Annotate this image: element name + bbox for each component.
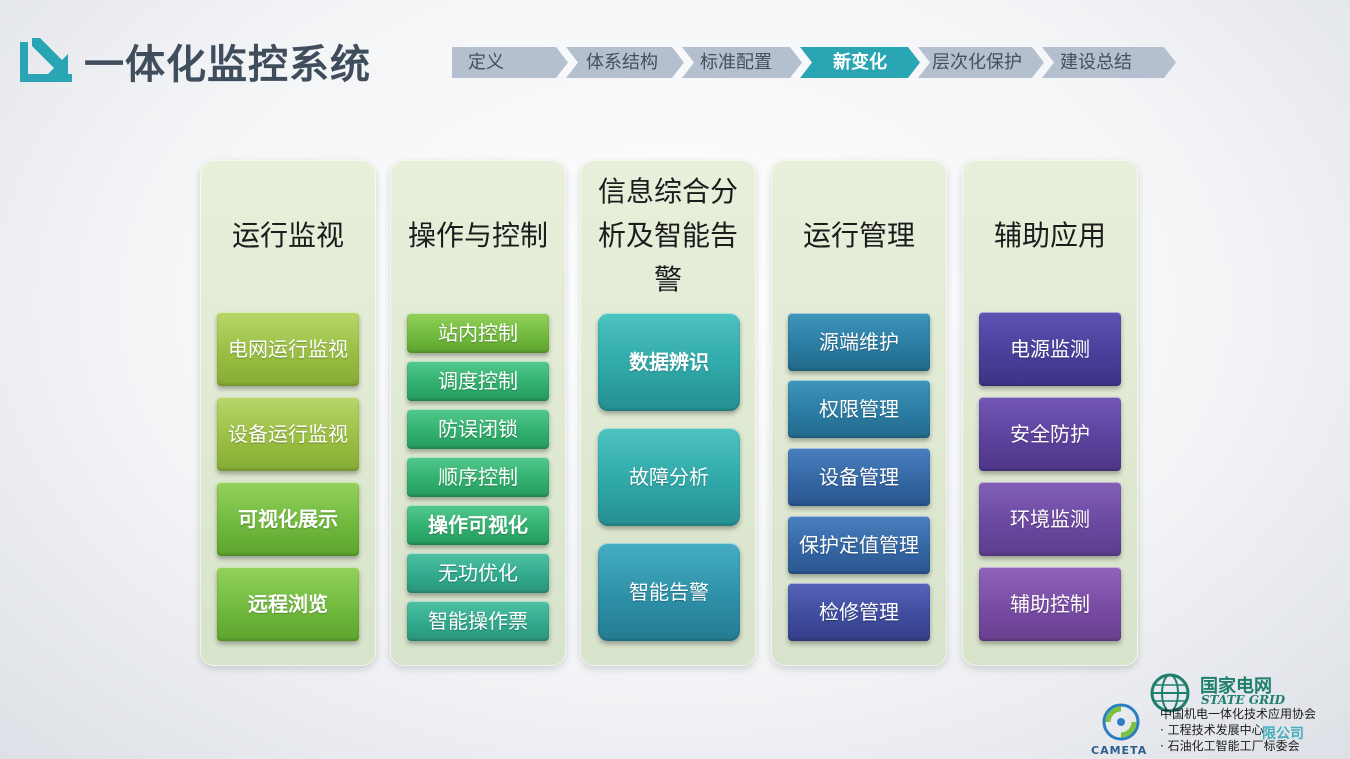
column-title: 运行监视	[231, 219, 344, 252]
column-operation-monitoring: 运行监视 电网运行监视 设备运行监视 可视化展示 远程浏览	[200, 160, 376, 666]
state-grid-name-en: STATE GRID	[1201, 693, 1286, 707]
breadcrumb-item-hierarchical-protection[interactable]: 层次化保护	[918, 47, 1044, 78]
item-visualization[interactable]: 可视化展示	[217, 482, 359, 556]
page-title: 一体化监控系统	[84, 42, 371, 88]
item-equipment-monitoring[interactable]: 设备运行监视	[217, 397, 359, 471]
item-smart-ticket[interactable]: 智能操作票	[407, 601, 549, 641]
cameta-label: CAMETA	[1091, 744, 1148, 757]
item-reactive-optimization[interactable]: 无功优化	[407, 553, 549, 593]
column-title: 操作与控制	[407, 219, 548, 252]
org-line-2: · 工程技术发展中心	[1160, 723, 1264, 737]
state-grid-name-cn: 国家电网	[1200, 676, 1272, 697]
org-line-3: · 石油化工智能工厂标委会	[1160, 739, 1300, 753]
item-fault-analysis[interactable]: 故障分析	[598, 428, 740, 526]
item-grid-monitoring[interactable]: 电网运行监视	[217, 312, 359, 386]
item-device-management[interactable]: 设备管理	[788, 448, 930, 506]
column-title-line-3: 警	[653, 263, 682, 296]
item-power-monitoring[interactable]: 电源监测	[979, 312, 1121, 386]
column-title-line-2: 析及智能告	[597, 219, 738, 252]
item-station-control[interactable]: 站内控制	[407, 313, 549, 353]
breadcrumb-item-definition[interactable]: 定义	[452, 47, 568, 78]
column-operation-management: 运行管理 源端维护 权限管理 设备管理 保护定值管理 检修管理	[771, 160, 947, 666]
breadcrumb-item-architecture[interactable]: 体系结构	[566, 47, 684, 78]
column-operation-control: 操作与控制 站内控制 调度控制 防误闭锁 顺序控制 操作可视化 无功优化 智能操…	[390, 160, 566, 666]
item-operation-visualization[interactable]: 操作可视化	[407, 505, 549, 545]
item-security-protection[interactable]: 安全防护	[979, 397, 1121, 471]
item-remote-browse[interactable]: 远程浏览	[217, 567, 359, 641]
item-maintenance-management[interactable]: 检修管理	[788, 583, 930, 641]
item-protection-setting[interactable]: 保护定值管理	[788, 516, 930, 574]
state-grid-logo-icon	[1150, 673, 1190, 713]
column-info-analysis: 信息综合分 析及智能告 警 数据辨识 故障分析 智能告警	[580, 160, 756, 666]
column-auxiliary-application: 辅助应用 电源监测 安全防护 环境监测 辅助控制	[962, 160, 1138, 666]
item-smart-alarm[interactable]: 智能告警	[598, 543, 740, 641]
item-data-identification[interactable]: 数据辨识	[598, 313, 740, 411]
item-environment-monitoring[interactable]: 环境监测	[979, 482, 1121, 556]
item-auxiliary-control[interactable]: 辅助控制	[979, 567, 1121, 641]
breadcrumb-item-summary[interactable]: 建设总结	[1042, 47, 1176, 78]
org-line-1: 中国机电一体化技术应用协会	[1160, 707, 1317, 721]
company-suffix: 限公司	[1262, 726, 1304, 742]
item-anti-misoperation[interactable]: 防误闭锁	[407, 409, 549, 449]
item-permission-management[interactable]: 权限管理	[788, 380, 930, 438]
column-title: 辅助应用	[993, 219, 1106, 252]
breadcrumb-item-standard-config[interactable]: 标准配置	[682, 47, 802, 78]
cameta-logo-icon	[1102, 703, 1140, 741]
column-title: 运行管理	[802, 219, 915, 252]
item-source-maintenance[interactable]: 源端维护	[788, 313, 930, 371]
arrow-down-right-icon	[20, 38, 72, 82]
item-dispatch-control[interactable]: 调度控制	[407, 361, 549, 401]
column-title-line-1: 信息综合分	[597, 175, 738, 208]
item-sequence-control[interactable]: 顺序控制	[407, 457, 549, 497]
breadcrumb-item-new-changes[interactable]: 新变化	[800, 47, 920, 78]
